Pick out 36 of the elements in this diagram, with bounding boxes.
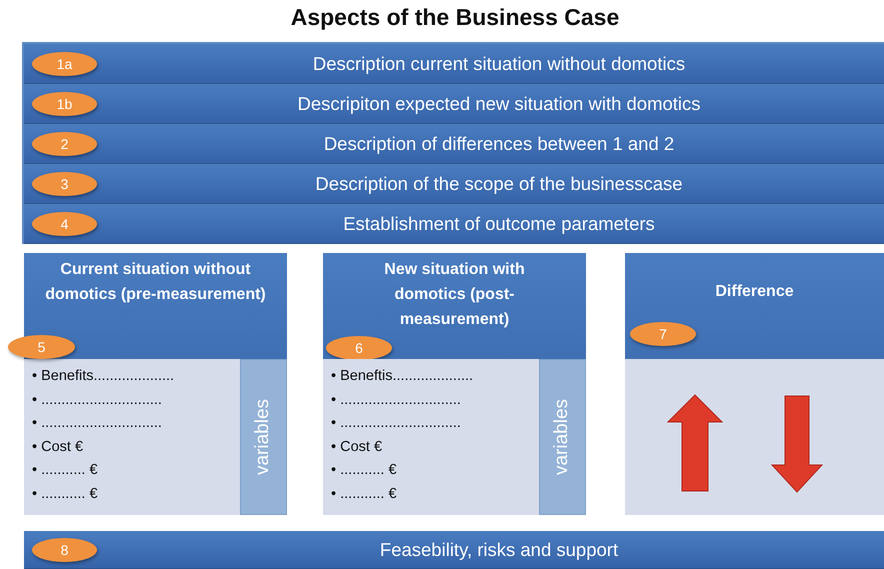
- header-band: [24, 204, 884, 244]
- header-band: [24, 84, 884, 124]
- column-heading: New situation with domotics (post-measurement): [383, 260, 526, 330]
- list-item: • Beneftis....................: [331, 367, 474, 386]
- number-badge: 3: [32, 172, 97, 196]
- band-title: Feasebility, risks and support: [378, 538, 620, 562]
- list-item: • Benefits....................: [32, 367, 176, 386]
- header-band: [24, 44, 884, 84]
- header-band: [24, 124, 884, 164]
- number-badge: 1a: [32, 52, 97, 76]
- number-badge: 5: [8, 335, 75, 359]
- column-panel: [24, 253, 287, 515]
- variables-tab: variables: [539, 359, 586, 515]
- list-item: • ........... €: [331, 484, 398, 504]
- number-badge: 4: [32, 212, 97, 236]
- column-heading: Difference: [714, 282, 795, 302]
- number-badge: 7: [630, 322, 696, 346]
- diagram-title: Aspects of the Business Case: [290, 4, 620, 31]
- list-item: • ........... €: [32, 484, 99, 504]
- column-panel: [323, 253, 586, 515]
- band-title: Description of the scope of the businesscase: [314, 172, 684, 196]
- band-title: Establishment of outcome parameters: [342, 212, 656, 236]
- band-title: Description of differences between 1 and 2: [322, 132, 676, 156]
- number-badge: 8: [32, 538, 97, 562]
- number-badge: 2: [32, 132, 97, 156]
- band-title: Descripiton expected new situation with domotics: [296, 92, 702, 116]
- variables-tab: variables: [240, 359, 287, 515]
- number-badge: 1b: [32, 92, 97, 116]
- column-heading: Current situation without domotics (pre-measurement): [44, 260, 267, 305]
- band-title: Description current situation without domotics: [312, 52, 686, 76]
- panel-body: [323, 359, 586, 515]
- header-band: [24, 164, 884, 204]
- panel-body: [24, 359, 287, 515]
- header-band: [24, 531, 884, 569]
- column-panel: [625, 253, 884, 515]
- number-badge: 6: [326, 336, 392, 360]
